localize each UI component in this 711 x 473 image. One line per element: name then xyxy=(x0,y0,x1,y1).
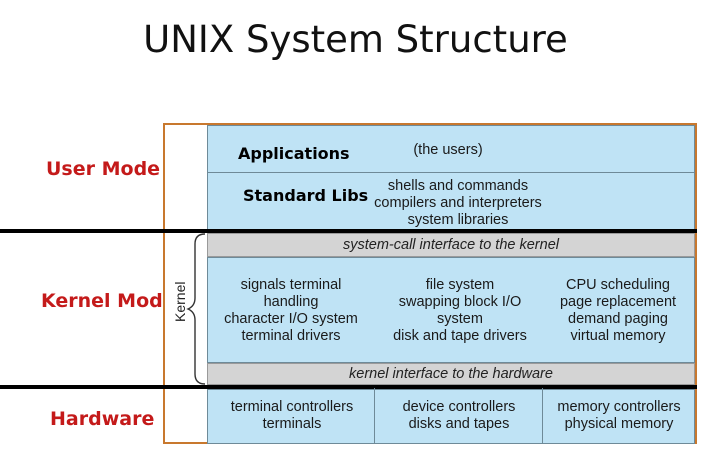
user-mode-label: User Mode xyxy=(46,158,161,180)
kernel-item: demand paging xyxy=(568,311,668,327)
kernel-item: disk and tape drivers xyxy=(393,328,527,344)
hardware-item: physical memory xyxy=(564,416,674,432)
kernel-item: file system xyxy=(425,277,495,293)
kernel-item: virtual memory xyxy=(570,328,666,344)
hardware-item: terminals xyxy=(262,416,322,432)
kernel-label: Kernel xyxy=(172,281,188,322)
hardware-column-terminal: terminal controllers terminals xyxy=(212,399,372,433)
kernel-item: swapping block I/O xyxy=(398,294,522,310)
kernel-column-terminal: signals terminal handling character I/O … xyxy=(212,277,370,345)
kernel-mode-label: Kernel Mode xyxy=(41,290,176,312)
kernel-hardware-boundary xyxy=(0,385,697,389)
kernel-column-memory: CPU scheduling page replacement demand p… xyxy=(546,277,690,345)
hardware-divider xyxy=(542,388,543,444)
standard-libs-contents: shells and commands compilers and interp… xyxy=(358,178,558,229)
hardware-column-device: device controllers disks and tapes xyxy=(378,399,540,433)
kernel-layer xyxy=(207,257,695,363)
hardware-item: memory controllers xyxy=(557,399,681,415)
libs-line: system libraries xyxy=(407,212,509,228)
hardware-column-memory: memory controllers physical memory xyxy=(545,399,693,433)
kernel-item: terminal drivers xyxy=(241,328,341,344)
hardware-item: disks and tapes xyxy=(408,416,510,432)
kernel-item: signals terminal xyxy=(240,277,342,293)
standard-libs-label: Standard Libs xyxy=(243,186,369,205)
hardware-divider xyxy=(374,388,375,444)
kernel-brace xyxy=(186,233,206,385)
kernel-item: CPU scheduling xyxy=(566,277,670,293)
hardware-item: terminal controllers xyxy=(230,399,354,415)
kernel-item: character I/O system xyxy=(224,311,358,327)
kernel-item: handling xyxy=(263,294,319,310)
kernel-item: system xyxy=(437,311,483,327)
users-note: (the users) xyxy=(413,142,483,158)
system-call-interface: system-call interface to the kernel xyxy=(207,233,695,257)
kernel-column-filesystem: file system swapping block I/O system di… xyxy=(380,277,540,345)
user-kernel-boundary xyxy=(0,229,697,233)
libs-line: compilers and interpreters xyxy=(374,195,542,211)
libs-line: shells and commands xyxy=(387,178,529,194)
hardware-layer xyxy=(207,389,695,444)
hardware-item: device controllers xyxy=(402,399,516,415)
hardware-label: Hardware xyxy=(50,408,155,430)
kernel-item: page replacement xyxy=(559,294,677,310)
applications-layer xyxy=(207,125,695,173)
applications-label: Applications xyxy=(238,144,350,163)
diagram-title: UNIX System Structure xyxy=(143,18,568,61)
hardware-interface: kernel interface to the hardware xyxy=(207,363,695,385)
